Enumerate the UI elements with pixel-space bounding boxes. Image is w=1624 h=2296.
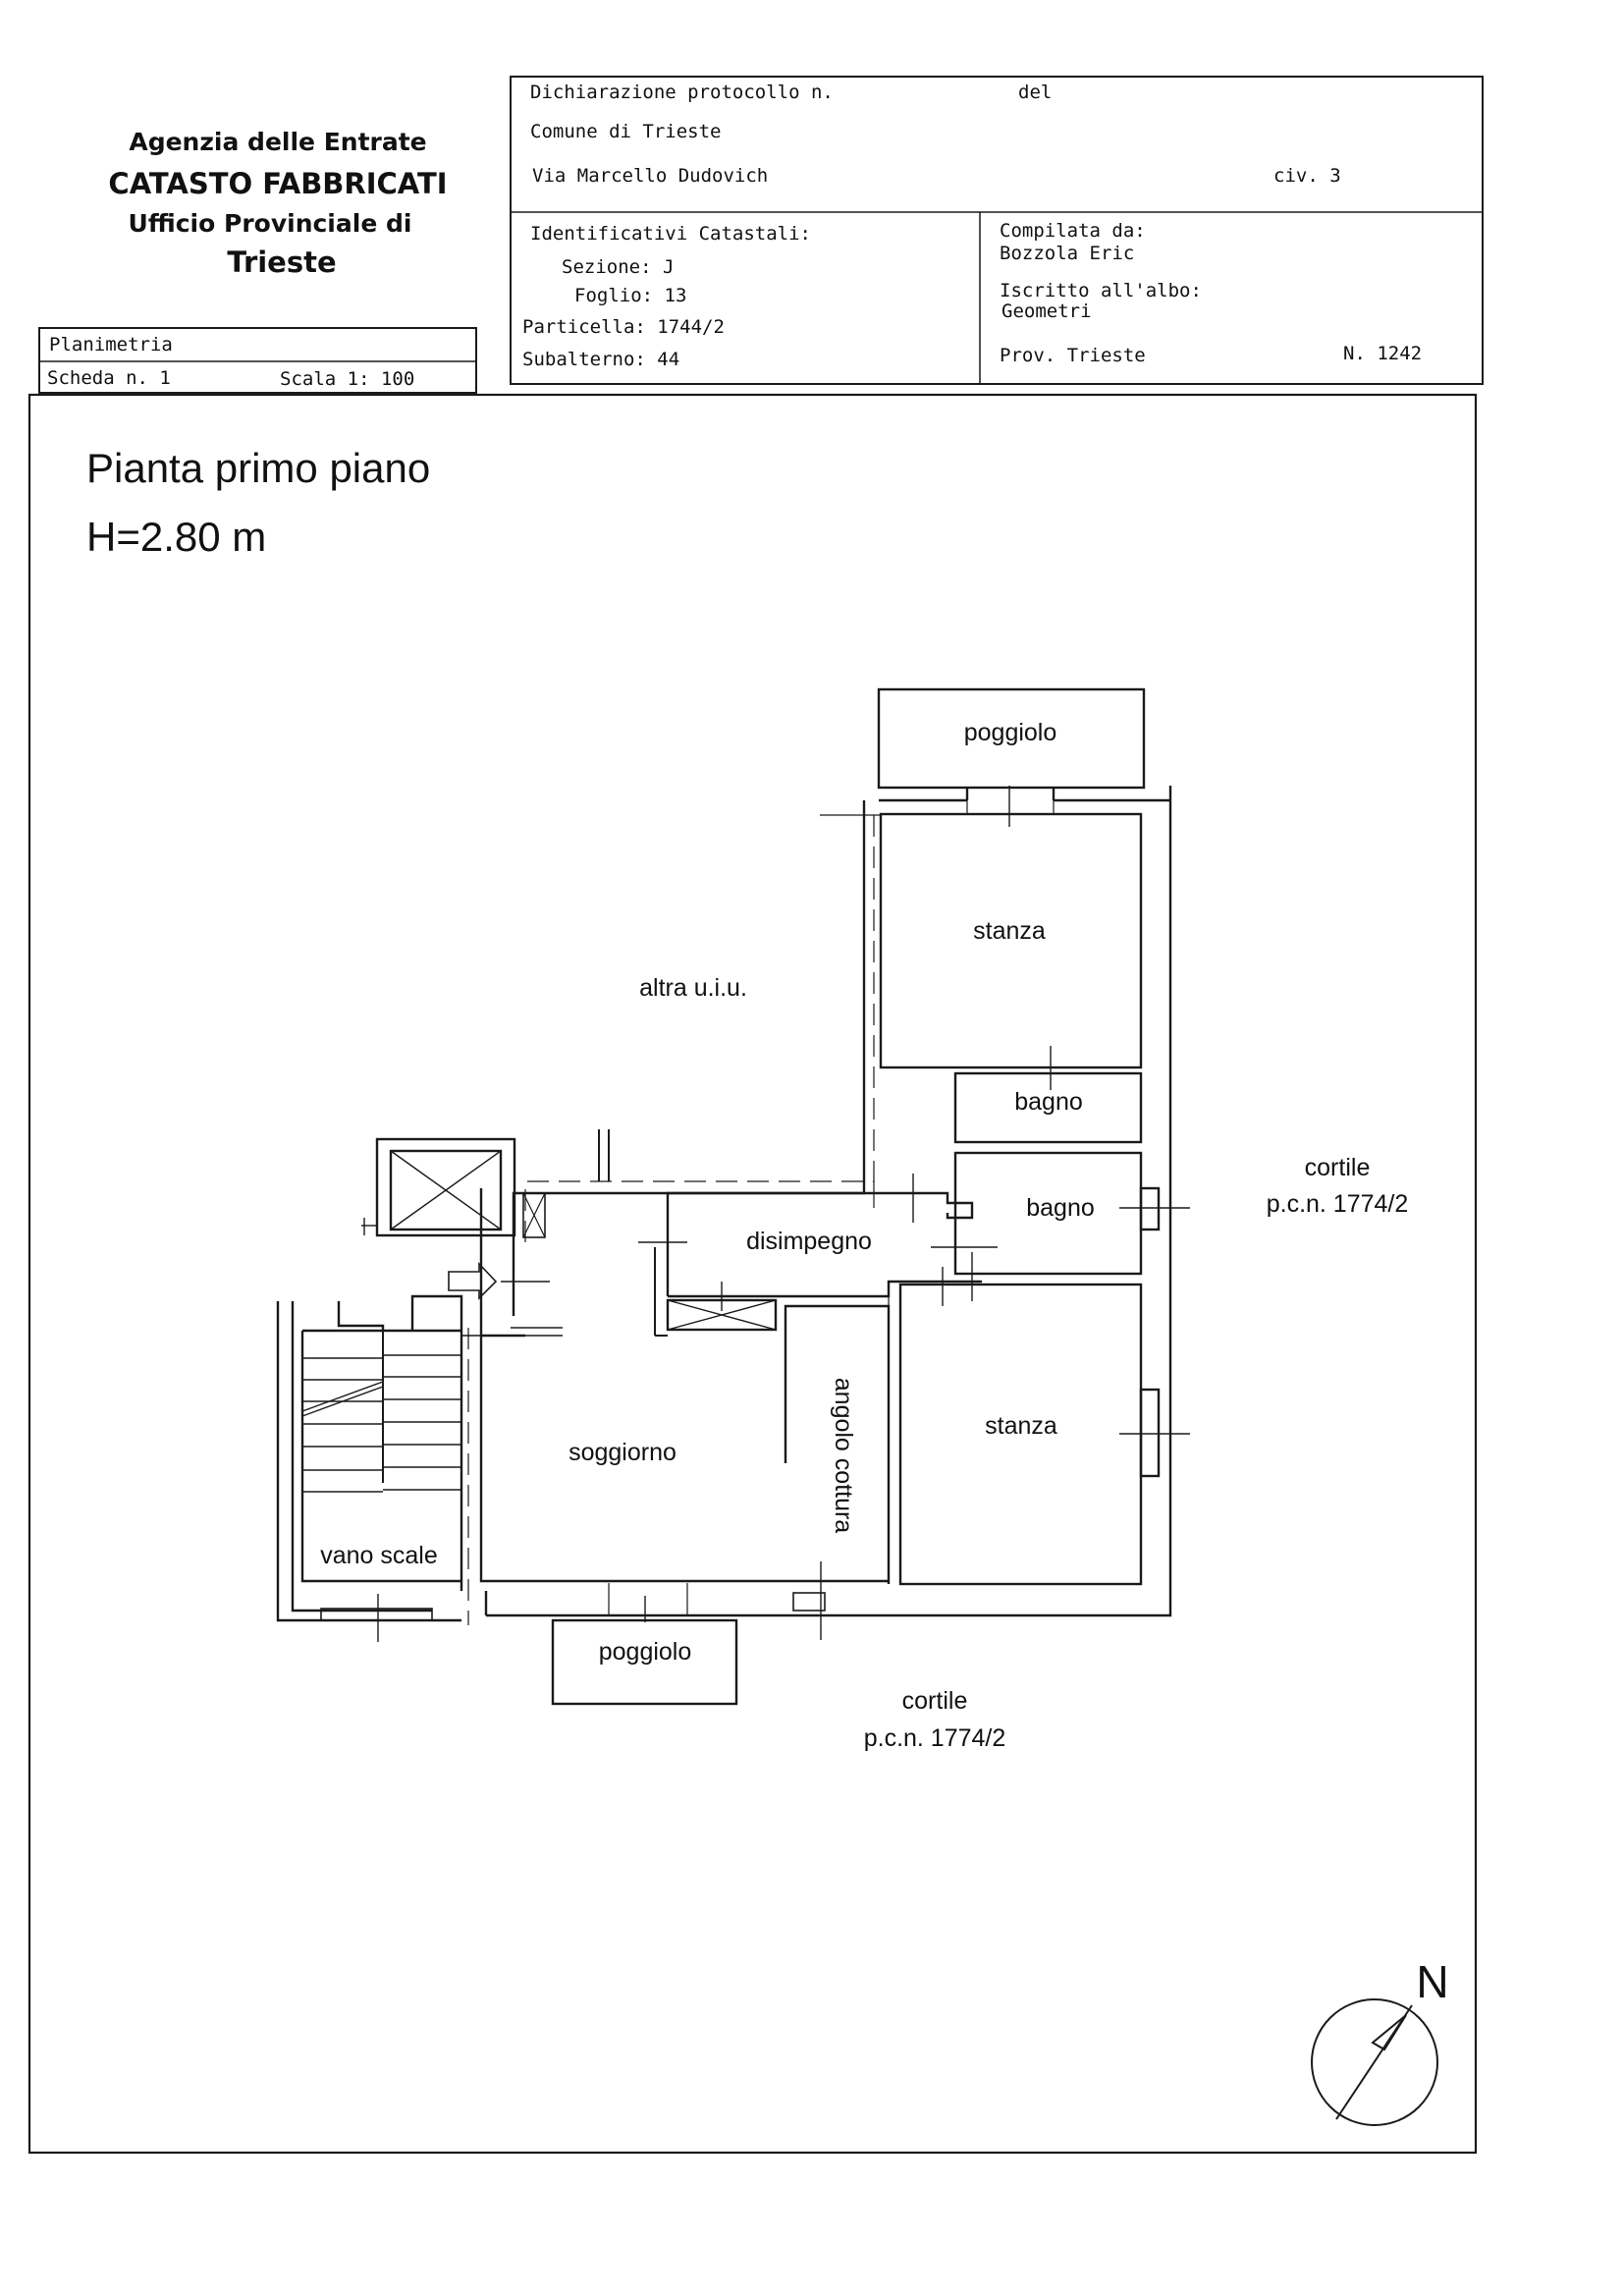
label-poggiolo-top: poggiolo (964, 719, 1057, 746)
planimetria-box: Planimetria Scheda n. 1 Scala 1: 100 (38, 327, 477, 394)
elevator-shaft (389, 1149, 503, 1231)
comune-label: Comune di Trieste (530, 121, 721, 142)
room-stanza-top (879, 812, 1143, 1069)
address-label: Via Marcello Dudovich (532, 165, 768, 187)
north-label: N (1416, 1956, 1448, 2007)
floor-plan (276, 687, 1190, 1706)
civic-number: civ. 3 (1273, 165, 1341, 187)
label-pcn-right: p.c.n. 1774/2 (1267, 1190, 1409, 1218)
identificativi-title: Identificativi Catastali: (530, 223, 811, 245)
plan-title: Pianta primo piano (86, 445, 430, 491)
agency-city: Trieste (227, 246, 336, 279)
label-bagno-middle: bagno (1026, 1194, 1095, 1222)
subalterno-value: Subalterno: 44 (522, 349, 679, 370)
particella-value: Particella: 1744/2 (522, 316, 725, 338)
label-poggiolo-bottom: poggiolo (599, 1638, 692, 1666)
drawing-frame (27, 393, 1478, 2155)
label-soggiorno: soggiorno (568, 1439, 677, 1466)
label-disimpegno: disimpegno (746, 1228, 872, 1255)
label-pcn-bottom: p.c.n. 1774/2 (864, 1724, 1006, 1752)
entrance-arrow-icon (448, 1261, 498, 1300)
foglio-value: Foglio: 13 (574, 285, 686, 306)
elevator-outer (375, 1137, 516, 1237)
label-stanza-bottom: stanza (985, 1412, 1057, 1440)
label-stanza-top: stanza (973, 917, 1046, 945)
date-label: del (1018, 82, 1052, 103)
agency-block: Agenzia delle Entrate CATASTO FABBRICATI… (108, 128, 447, 279)
balcony-bottom (551, 1618, 738, 1706)
label-bagno-top: bagno (1014, 1088, 1083, 1116)
label-altra-uiu: altra u.i.u. (639, 974, 747, 1002)
scheda-number: Scheda n. 1 (47, 367, 171, 389)
agency-name: Agenzia delle Entrate (129, 128, 426, 156)
stair-steps (301, 1354, 461, 1493)
plan-height: H=2.80 m (86, 514, 266, 560)
albo-label: Iscritto all'albo: (1000, 280, 1202, 301)
header-box: Dichiarazione protocollo n. del Comune d… (510, 76, 1484, 385)
label-vano-scale: vano scale (320, 1542, 438, 1569)
protocol-label: Dichiarazione protocollo n. (530, 82, 834, 103)
scale-label: Scala 1: 100 (280, 368, 414, 390)
room-labels: poggiolo stanza altra u.i.u. bagno bagno… (320, 719, 1408, 1752)
planimetria-title: Planimetria (49, 334, 173, 355)
label-angolo-cottura: angolo cottura (830, 1378, 857, 1534)
label-cortile-bottom: cortile (902, 1687, 968, 1715)
register-number: N. 1242 (1343, 343, 1422, 364)
sezione-value: Sezione: J (562, 256, 674, 278)
room-bagno-top (953, 1071, 1143, 1144)
albo-value: Geometri (1001, 301, 1092, 322)
compiler-name: Bozzola Eric (1000, 243, 1134, 264)
label-cortile-right: cortile (1305, 1154, 1371, 1181)
compilata-title: Compilata da: (1000, 220, 1146, 242)
province-label: Prov. Trieste (1000, 345, 1146, 366)
north-arrow-icon: N (1311, 1956, 1449, 2126)
balcony-top (877, 687, 1146, 790)
agency-catasto: CATASTO FABBRICATI (108, 167, 447, 200)
agency-office: Ufficio Provinciale di (129, 209, 412, 238)
